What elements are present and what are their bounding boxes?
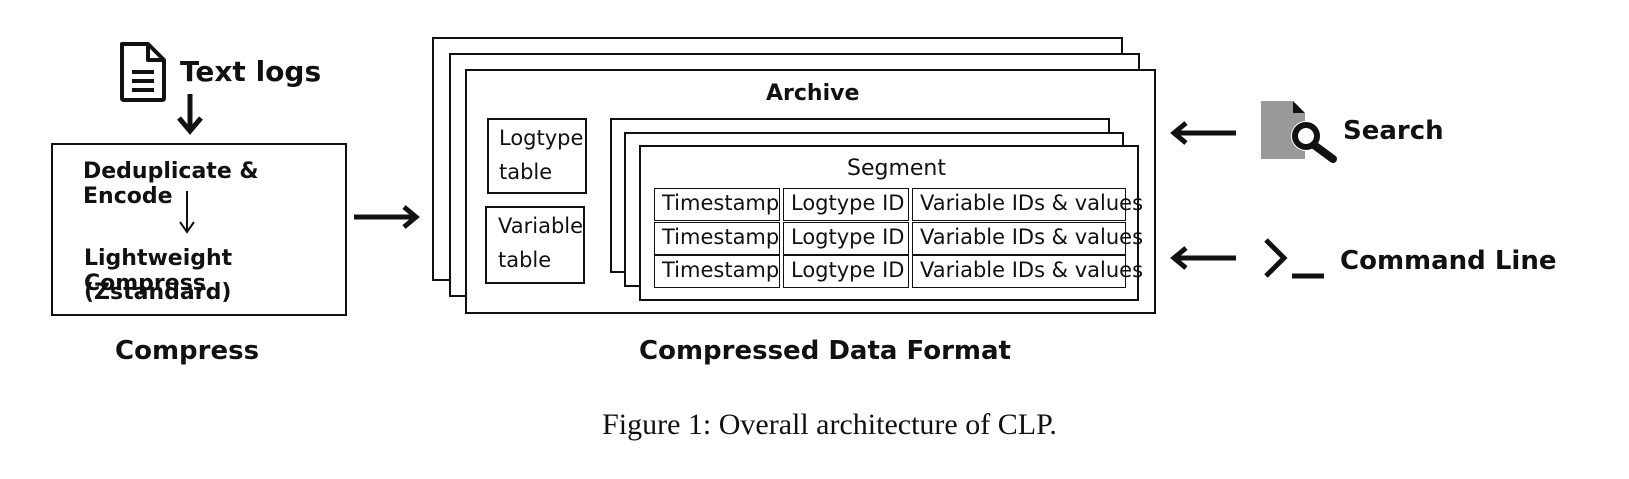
variable-table: Variable table — [485, 206, 585, 284]
format-caption: Compressed Data Format — [639, 336, 1011, 366]
command-line-label: Command Line — [1340, 246, 1557, 276]
segment-title: Segment — [847, 156, 946, 181]
logtype-table-label-2: table — [499, 160, 553, 184]
segment-box: Segment Timestamp Logtype ID Variable ID… — [639, 145, 1143, 301]
table-row-3-variables: Variable IDs & values — [912, 255, 1143, 288]
table-row-2-timestamp: Timestamp — [654, 222, 780, 255]
table-row-1-logtype-id: Logtype ID — [783, 188, 909, 221]
table-row-3-logtype-id: Logtype ID — [783, 255, 909, 288]
table-row-3-timestamp: Timestamp — [654, 255, 780, 288]
compress-box: Deduplicate & Encode Lightweight Compres… — [51, 143, 347, 316]
table-row-2-variables: Variable IDs & values — [912, 222, 1143, 255]
variable-table-label-2: table — [498, 248, 552, 272]
lightweight-compress-step: Lightweight Compress — [84, 246, 233, 296]
step-arrow — [179, 191, 195, 234]
variable-table-label-1: Variable — [498, 214, 584, 238]
compress-to-archive-arrow — [354, 205, 420, 229]
logtype-table-label-1: Logtype — [499, 126, 584, 150]
table-row-1-variables: Variable IDs & values — [912, 188, 1143, 221]
text-logs-label: Text logs — [180, 55, 322, 88]
table-row-1-timestamp: Timestamp — [654, 188, 780, 221]
command-line-arrow — [1170, 246, 1236, 270]
table-row-2-logtype-id: Logtype ID — [783, 222, 909, 255]
dedup-encode-step: Deduplicate & Encode — [83, 159, 259, 209]
search-arrow — [1170, 121, 1236, 145]
search-file-icon — [1261, 101, 1337, 163]
archive-box: Archive Logtype table Variable table Seg… — [465, 69, 1156, 314]
zstandard-label: (Zstandard) — [84, 280, 232, 305]
figure-caption: Figure 1: Overall architecture of CLP. — [602, 408, 1057, 441]
input-arrow — [177, 94, 203, 135]
search-label: Search — [1343, 116, 1444, 146]
compress-caption: Compress — [115, 336, 260, 366]
terminal-prompt-icon — [1264, 238, 1324, 279]
archive-title: Archive — [766, 81, 860, 106]
logtype-table: Logtype table — [487, 118, 587, 194]
document-icon — [120, 42, 166, 102]
